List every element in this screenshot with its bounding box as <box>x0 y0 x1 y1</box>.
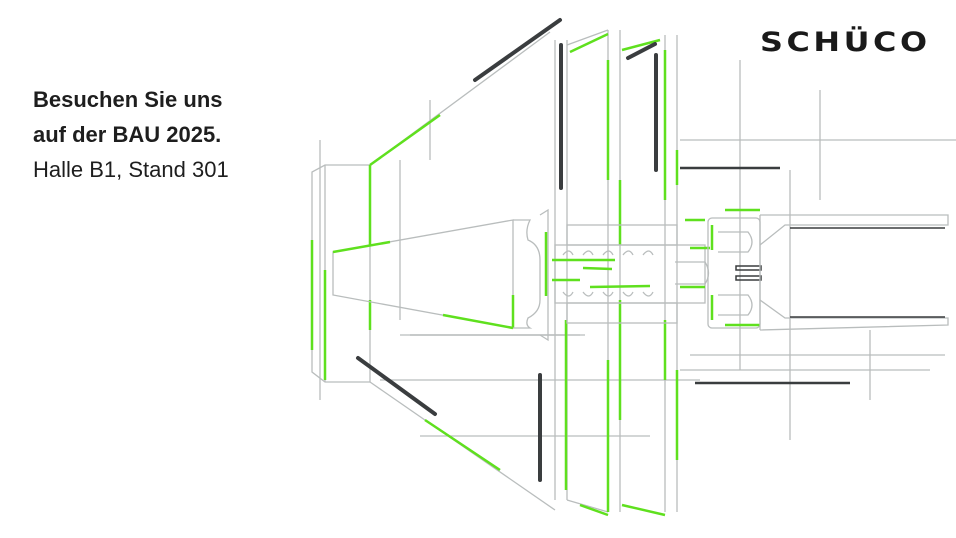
headline: Besuchen Sie uns auf der BAU 2025. Halle… <box>33 82 229 187</box>
right-profile <box>707 208 949 331</box>
headline-line-2: auf der BAU 2025. <box>33 122 222 147</box>
inner-cone <box>332 208 549 342</box>
headline-line-1: Besuchen Sie uns <box>33 87 223 112</box>
schueco-logo: SCHÜCO <box>760 27 931 58</box>
dark-accent-bars <box>356 18 850 482</box>
left-collar <box>310 164 372 383</box>
outer-cone <box>369 31 556 511</box>
core-hub <box>552 218 710 324</box>
booth-location: Halle B1, Stand 301 <box>33 157 229 182</box>
plates <box>544 29 679 517</box>
guide-lines <box>319 60 956 440</box>
